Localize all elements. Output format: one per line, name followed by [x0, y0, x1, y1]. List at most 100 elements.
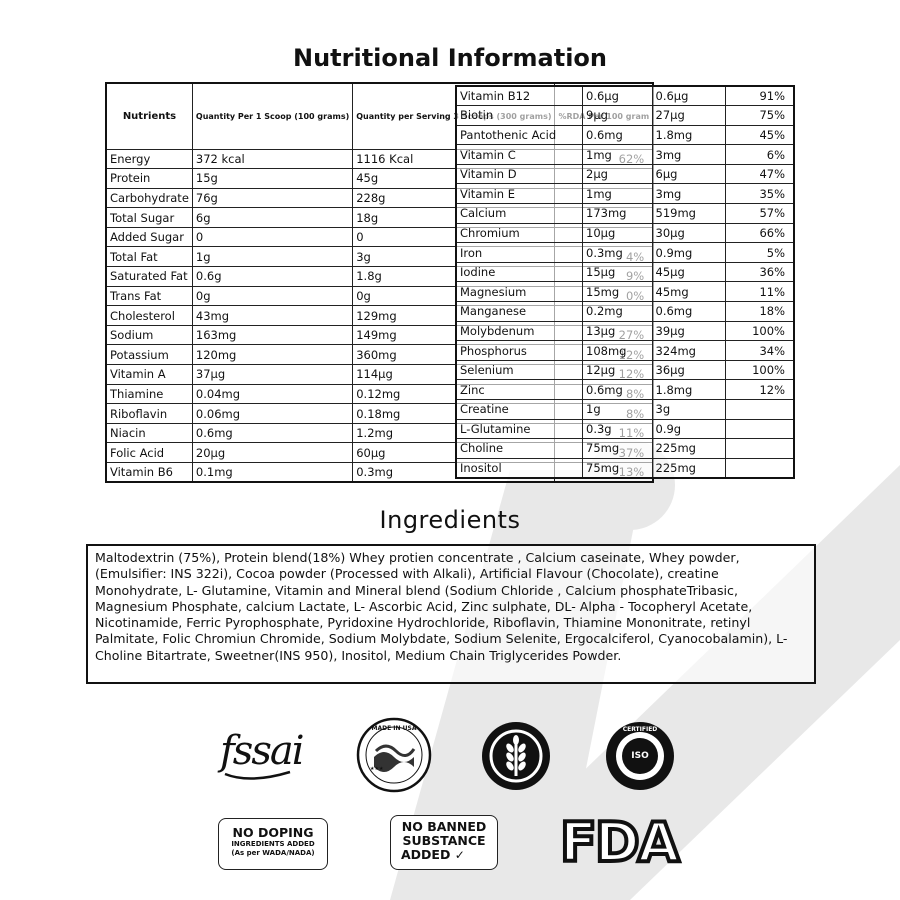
- nutrient-name: Pantothenic Acid: [455, 124, 583, 146]
- rda-percent: 34%: [724, 340, 795, 361]
- checkmark-icon: ✓: [454, 848, 465, 862]
- qty-per-serving: 0.6µg: [651, 85, 726, 107]
- page-title: Nutritional Information: [292, 44, 607, 72]
- qty-per-serving: 30µg: [651, 222, 726, 244]
- qty-per-serving: 27µg: [651, 105, 726, 126]
- qty-per-scoop: 15µg: [582, 261, 653, 283]
- banned-line-1: NO BANNED: [401, 819, 487, 834]
- qty-per-serving: 225mg: [651, 457, 726, 479]
- usa-flag-seal-icon: ★★★: [356, 717, 432, 793]
- nutrient-name: Vitamin E: [455, 183, 583, 205]
- rda-percent: [724, 418, 795, 440]
- qty-per-serving: 0.9mg: [651, 242, 726, 263]
- ingredients-text: Maltodextrin (75%), Protein blend(18%) W…: [86, 544, 816, 684]
- qty-per-scoop: 0.6µg: [582, 85, 653, 107]
- qty-per-serving: 519mg: [651, 203, 726, 224]
- rda-percent: 45%: [724, 124, 795, 146]
- nutrient-name: Folic Acid: [105, 442, 193, 463]
- banned-line-3: ADDED: [401, 847, 451, 862]
- nutrient-name: Choline: [455, 438, 583, 459]
- no-doping-title: NO DOPING: [232, 825, 314, 840]
- qty-per-scoop: 0.3g: [582, 418, 653, 440]
- rda-percent: [724, 399, 795, 420]
- qty-per-serving: 324mg: [651, 340, 726, 361]
- qty-per-serving: 3mg: [651, 144, 726, 165]
- qty-per-serving: 45mg: [651, 281, 726, 303]
- header-col-1: Quantity Per 1 Scoop (100 grams): [191, 82, 354, 150]
- nutrient-name: Inositol: [455, 457, 583, 479]
- nutrient-name: Iron: [455, 242, 583, 263]
- qty-per-scoop: 1g: [191, 246, 354, 268]
- qty-per-serving: 0.9g: [651, 418, 726, 440]
- nutrient-name: Magnesium: [455, 281, 583, 303]
- rda-percent: 35%: [724, 183, 795, 205]
- qty-per-scoop: 0: [191, 226, 354, 248]
- rda-percent: 6%: [724, 144, 795, 165]
- nutrient-name: Vitamin B12: [455, 85, 583, 107]
- qty-per-scoop: 37µg: [191, 364, 354, 385]
- qty-per-scoop: 0.04mg: [191, 383, 354, 405]
- nutrient-name: Chromium: [455, 222, 583, 244]
- qty-per-scoop: 0.06mg: [191, 403, 354, 424]
- no-doping-badge: NO DOPING INGREDIENTS ADDED (As per WADA…: [218, 818, 328, 870]
- qty-per-scoop: 0.3mg: [582, 242, 653, 263]
- nutrient-name: Added Sugar: [105, 226, 193, 248]
- rda-percent: 100%: [724, 320, 795, 342]
- qty-per-scoop: 20µg: [191, 442, 354, 463]
- qty-per-scoop: 2µg: [582, 163, 653, 185]
- nutrient-name: Vitamin D: [455, 163, 583, 185]
- banned-line-3-wrap: ADDED ✓: [391, 847, 497, 863]
- gluten-free-logo: [480, 720, 552, 792]
- nutrient-name: Iodine: [455, 261, 583, 283]
- fssai-logo: fssai: [220, 722, 310, 792]
- nutrient-name: L-Glutamine: [455, 418, 583, 440]
- qty-per-serving: 36µg: [651, 359, 726, 381]
- no-doping-note: (As per WADA/NADA): [231, 848, 315, 857]
- qty-per-serving: 1.8mg: [651, 124, 726, 146]
- ingredients-title: Ingredients: [379, 506, 521, 534]
- qty-per-scoop: 10µg: [582, 222, 653, 244]
- rda-percent: [724, 457, 795, 479]
- qty-per-scoop: 12µg: [582, 359, 653, 381]
- rda-percent: 5%: [724, 242, 795, 263]
- nutrient-name: Manganese: [455, 301, 583, 322]
- nutrient-name: Creatine: [455, 399, 583, 420]
- nutrient-name: Vitamin A: [105, 364, 193, 385]
- nutrient-name: Phosphorus: [455, 340, 583, 361]
- qty-per-scoop: 173mg: [582, 203, 653, 224]
- qty-per-scoop: 9µg: [582, 105, 653, 126]
- qty-per-scoop: 120mg: [191, 344, 354, 366]
- qty-per-scoop: 75mg: [582, 438, 653, 459]
- nutrient-name: Molybdenum: [455, 320, 583, 342]
- nutrient-name: Sodium: [105, 324, 193, 346]
- qty-per-scoop: 0.6mg: [582, 124, 653, 146]
- nutrient-name: Total Fat: [105, 246, 193, 268]
- qty-per-scoop: 6g: [191, 207, 354, 228]
- rda-percent: [724, 438, 795, 459]
- nutrient-name: Niacin: [105, 422, 193, 444]
- qty-per-serving: 0.6mg: [651, 301, 726, 322]
- qty-per-scoop: 15g: [191, 168, 354, 189]
- qty-per-scoop: 0.1mg: [191, 462, 354, 483]
- nutrient-name: Thiamine: [105, 383, 193, 405]
- nutrient-name: Saturated Fat: [105, 266, 193, 287]
- iso-center-text: ISO: [631, 751, 649, 761]
- qty-per-scoop: 0.6g: [191, 266, 354, 287]
- fssai-underline-icon: [224, 770, 291, 780]
- fda-logo-text: FDA: [558, 810, 682, 876]
- qty-per-serving: 39µg: [651, 320, 726, 342]
- wheat-icon: [482, 722, 550, 790]
